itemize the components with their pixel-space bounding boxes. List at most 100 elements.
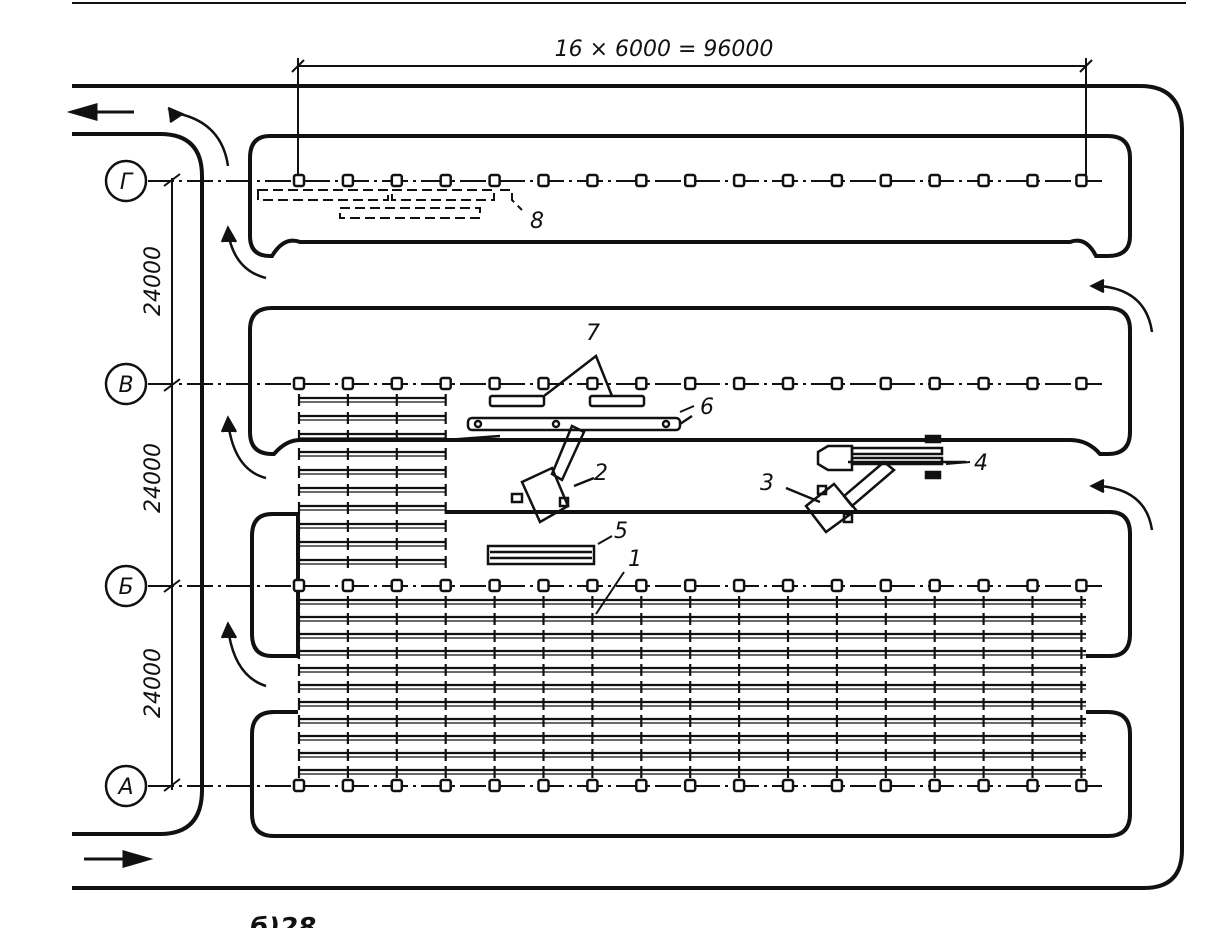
column-marker: [439, 578, 452, 593]
inner-road-edge: [72, 132, 204, 836]
block-g: [248, 134, 1132, 258]
column-marker: [390, 778, 404, 793]
column-marker: [683, 578, 697, 593]
span-dimension-1: 24000: [141, 246, 166, 316]
column-marker: [439, 173, 452, 188]
axis-label-1: Г: [120, 170, 134, 195]
element-stacks: [297, 394, 1086, 778]
element-5: [486, 544, 596, 566]
top-dimension: [291, 58, 1093, 182]
crane-3: [785, 460, 896, 534]
column-marker: [1026, 578, 1039, 593]
traffic-arrows: [66, 103, 154, 868]
span-dimension-2: 24000: [141, 443, 166, 513]
column-marker: [292, 173, 306, 188]
column-marker: [439, 376, 452, 391]
column-marker: [1026, 778, 1039, 793]
block-v: [248, 306, 1132, 456]
block-a: [250, 710, 1132, 838]
callout-8: 8: [530, 209, 544, 234]
callout-2: 2: [594, 461, 608, 486]
column-marker: [537, 173, 550, 188]
column-marker: [781, 578, 795, 593]
column-marker: [683, 376, 697, 391]
column-marker: [488, 778, 501, 793]
outer-road-edge: [72, 84, 1184, 890]
callout-7: 7: [586, 321, 600, 346]
column-marker: [1075, 173, 1088, 188]
column-marker: [781, 376, 795, 391]
callout-5: 5: [614, 519, 628, 544]
column-marker: [732, 578, 746, 593]
axis-bubble-3: [104, 564, 148, 608]
column-marker: [341, 376, 355, 391]
column-marker: [635, 173, 648, 188]
span-dimension-3: 24000: [141, 648, 166, 718]
column-marker: [928, 173, 941, 188]
column-marker: [830, 173, 844, 188]
column-marker: [977, 778, 990, 793]
crane-2: [510, 424, 595, 524]
column-marker: [732, 376, 746, 391]
axis-label-3: Б: [118, 575, 133, 600]
flow-arrows: [167, 106, 1154, 688]
axis-lines: [148, 180, 1102, 787]
callout-1: 1: [628, 547, 642, 572]
left-dimension: [163, 173, 181, 792]
column-marker: [830, 578, 844, 593]
stack-lower: [297, 596, 1086, 778]
column-marker: [683, 173, 697, 188]
column-marker: [1075, 376, 1088, 391]
column-marker: [928, 578, 941, 593]
column-marker: [1026, 173, 1039, 188]
callout-4: 4: [974, 451, 988, 476]
column-marker: [977, 173, 990, 188]
column-marker: [1075, 578, 1088, 593]
column-marker: [537, 578, 550, 593]
column-marker: [928, 376, 941, 391]
column-marker: [341, 778, 355, 793]
column-marker: [732, 778, 746, 793]
axis-bubble-4: [104, 764, 148, 808]
column-marker: [1075, 778, 1088, 793]
top-dimension-label: 16 × 6000 = 96000: [555, 37, 774, 62]
column-marker: [879, 173, 893, 188]
column-marker: [488, 173, 501, 188]
block-b-right: [446, 510, 1132, 658]
column-marker: [1026, 376, 1039, 391]
axis-bubble-1: [104, 159, 148, 203]
column-marker: [830, 778, 844, 793]
building-blocks: [248, 134, 1132, 838]
column-marker: [879, 376, 893, 391]
columns: [292, 173, 1088, 793]
column-marker: [390, 578, 404, 593]
callout-leaders: [595, 405, 971, 615]
column-marker: [586, 778, 599, 793]
callout-6: 6: [700, 395, 714, 420]
track-6: [445, 414, 693, 442]
column-marker: [879, 578, 893, 593]
column-marker: [635, 376, 648, 391]
column-marker: [537, 778, 550, 793]
elements-7: [488, 354, 646, 408]
column-marker: [781, 778, 795, 793]
axis-label-4: А: [116, 775, 133, 800]
truck-4: [816, 434, 966, 480]
column-marker: [635, 578, 648, 593]
block-b: [250, 512, 300, 658]
column-marker: [292, 578, 306, 593]
axis-bubble-2: [104, 362, 148, 406]
column-marker: [341, 578, 355, 593]
column-marker: [830, 376, 844, 391]
dashed-elements-8: [257, 189, 523, 219]
column-marker: [390, 376, 404, 391]
column-marker: [488, 376, 501, 391]
column-marker: [977, 376, 990, 391]
column-marker: [586, 376, 599, 391]
column-marker: [292, 376, 306, 391]
callout-3: 3: [760, 471, 774, 496]
column-marker: [537, 376, 550, 391]
column-marker: [879, 778, 893, 793]
